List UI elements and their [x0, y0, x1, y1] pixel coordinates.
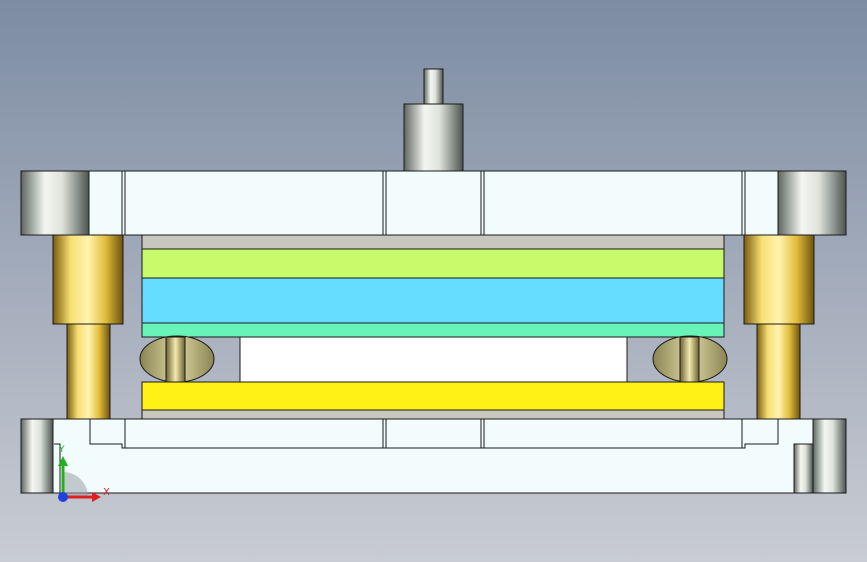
lower-backing-plate — [141, 409, 725, 420]
right-guide-post — [756, 323, 801, 421]
lower-left-boss — [20, 418, 54, 494]
left-guide-post-assembly — [52, 234, 124, 421]
upper-left-bushing-boss — [20, 170, 90, 236]
x-axis-label: X — [103, 487, 110, 498]
right-guide-post-assembly — [743, 234, 815, 421]
upper-die-plate — [20, 170, 847, 236]
left-guide-bushing — [52, 234, 124, 325]
stripper-plate — [141, 322, 725, 338]
triad-plane — [63, 472, 88, 497]
upper-right-bushing-boss — [777, 170, 847, 236]
left-guide-post — [66, 323, 111, 421]
lower-right-boss — [812, 418, 847, 494]
coordinate-triad[interactable]: X Y — [58, 445, 110, 502]
lower-die-plate — [20, 418, 847, 494]
punch-holder-plate — [141, 234, 725, 250]
punch-retainer-plate — [141, 277, 725, 324]
workpiece-gap — [239, 336, 628, 383]
upper-backing-plate — [141, 248, 725, 279]
stripper-gap — [139, 335, 728, 383]
y-axis-arrowhead — [58, 456, 68, 466]
lower-right-step — [793, 443, 814, 494]
left-stripper-spring — [139, 335, 215, 383]
x-axis-arrowhead — [92, 492, 101, 502]
die-plate — [141, 381, 725, 411]
right-guide-bushing — [743, 234, 815, 325]
y-axis-label: Y — [58, 445, 65, 455]
z-axis-dot — [58, 492, 68, 502]
right-stripper-spring — [652, 335, 728, 383]
